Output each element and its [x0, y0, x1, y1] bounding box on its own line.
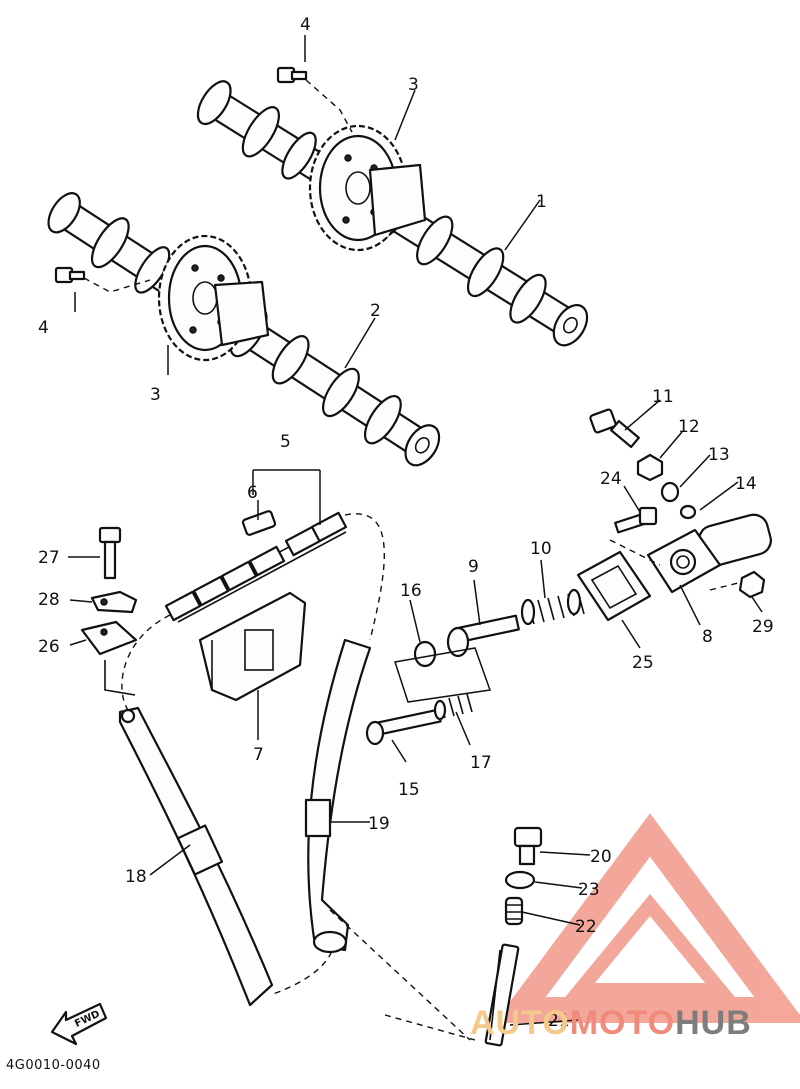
label-17: 17 [470, 753, 492, 773]
part-number-labels: 4 3 1 4 2 3 5 6 7 8 9 10 11 12 13 14 15 … [38, 15, 774, 1031]
washer-16 [413, 640, 437, 668]
watermark-logo-triangle [494, 813, 800, 1023]
label-18: 18 [125, 867, 147, 887]
leader-lines [68, 35, 763, 1026]
spring-10 [520, 588, 585, 626]
chain-guide-19 [304, 638, 372, 954]
label-8: 8 [702, 627, 713, 647]
label-11: 11 [652, 387, 674, 407]
nut-29 [738, 570, 766, 599]
spring-17 [433, 693, 473, 721]
label-12: 12 [678, 417, 700, 437]
tensioner-rod-9 [446, 614, 520, 658]
plate-28 [90, 590, 138, 614]
washer-23 [504, 870, 536, 890]
label-2: 2 [370, 301, 381, 321]
label-16: 16 [400, 581, 422, 601]
label-5: 5 [280, 432, 291, 452]
label-13: 13 [708, 445, 730, 465]
watermark-text: AUTOMOTOHUB [470, 1004, 752, 1043]
bolt-11 [589, 408, 640, 449]
label-19: 19 [368, 814, 390, 834]
gasket-25 [576, 550, 652, 622]
chain-guide-top-7 [198, 591, 307, 702]
camshaft-intake [47, 192, 441, 467]
label-3-upper: 3 [408, 75, 419, 95]
camshaft-exhaust [196, 80, 589, 347]
label-27: 27 [38, 548, 60, 568]
washer-13 [660, 481, 680, 503]
label-29: 29 [752, 617, 774, 637]
label-22: 22 [575, 917, 597, 937]
label-15: 15 [398, 780, 420, 800]
label-24: 24 [600, 469, 622, 489]
tensioner-body-8 [646, 513, 772, 594]
forward-arrow-icon: FWD [50, 1002, 108, 1046]
chain-master-link-6 [241, 510, 277, 536]
spring-22 [504, 896, 524, 926]
label-26: 26 [38, 637, 60, 657]
watermark-moto: MOTO [569, 1004, 676, 1042]
pin-15 [365, 708, 442, 746]
watermark-hub: HUB [675, 1004, 752, 1042]
label-23: 23 [578, 880, 600, 900]
label-14: 14 [735, 474, 757, 494]
bolt-24 [614, 506, 658, 534]
label-25: 25 [632, 653, 654, 673]
label-7: 7 [253, 745, 264, 765]
label-10: 10 [530, 539, 552, 559]
label-6: 6 [247, 483, 258, 503]
label-3-lower: 3 [150, 385, 161, 405]
bolt-4-upper [276, 66, 353, 133]
label-21: 21 [548, 1011, 570, 1031]
label-4-lower: 4 [38, 318, 49, 338]
plate-26 [80, 620, 138, 656]
bolt-20 [513, 826, 543, 866]
nut-12 [636, 453, 664, 482]
label-28: 28 [38, 590, 60, 610]
bolt-4-lower [54, 266, 151, 293]
diagram-code: 4G0010-0040 [6, 1058, 101, 1073]
o-ring-14 [679, 504, 697, 520]
bolt-27 [98, 526, 122, 580]
cam-chain [121, 511, 385, 996]
label-9: 9 [468, 557, 479, 577]
label-4-upper: 4 [300, 15, 311, 35]
label-1: 1 [536, 192, 547, 212]
chain-guide-18 [118, 706, 274, 1007]
watermark-auto: AUTO [470, 1004, 570, 1042]
label-20: 20 [590, 847, 612, 867]
plunger-21 [484, 943, 520, 1047]
